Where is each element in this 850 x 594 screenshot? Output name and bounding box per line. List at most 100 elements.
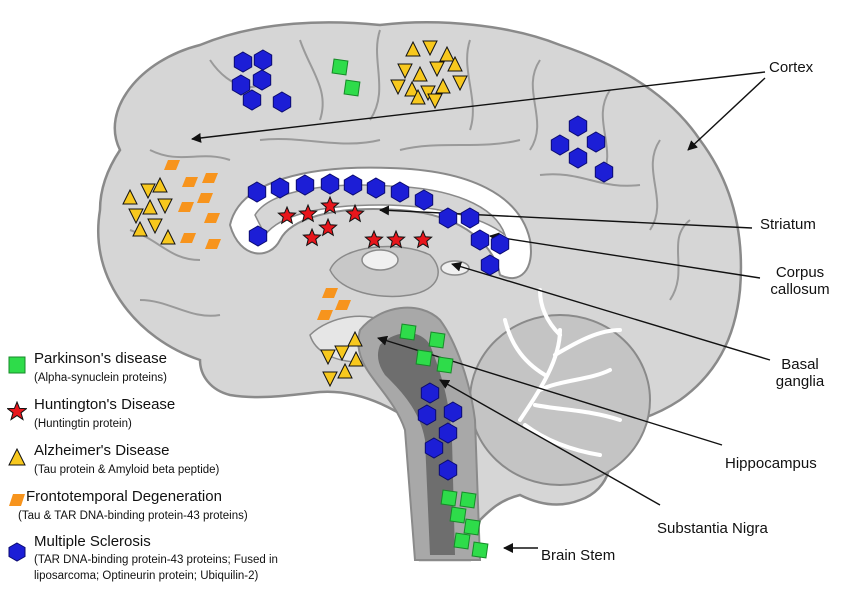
legend-item-parkinsons: Parkinson's disease (Alpha-synuclein pro… — [8, 350, 167, 386]
ms-hexagon-marker — [272, 91, 292, 113]
legend-name: Huntington's Disease — [34, 396, 176, 413]
legend-name: Multiple Sclerosis — [34, 533, 151, 550]
cortex-arrow-left — [191, 71, 766, 143]
ms-hexagon-marker — [233, 51, 253, 73]
huntingtons-star-marker — [364, 229, 384, 249]
legend-item-alzheimers: Alzheimer's Disease (Tau protein & Amylo… — [8, 442, 219, 478]
ms-hexagon-marker — [480, 254, 500, 276]
ms-hexagon-marker — [414, 189, 434, 211]
green-square-icon — [8, 356, 26, 374]
parkinsons-square-marker — [343, 79, 361, 97]
ms-hexagon-marker — [586, 131, 606, 153]
huntingtons-star-marker — [277, 205, 297, 225]
alzheimers-triangle-marker — [404, 80, 420, 97]
basal-ganglia-region — [361, 249, 399, 271]
ms-hexagon-marker — [490, 233, 510, 255]
parkinsons-square-marker — [399, 323, 417, 341]
ms-hexagon-marker — [550, 134, 570, 156]
label-hippocampus: Hippocampus — [725, 455, 817, 472]
label-substantia-nigra: Substantia Nigra — [657, 520, 768, 537]
ms-hexagon-marker — [252, 69, 272, 91]
ms-hexagon-marker — [390, 181, 410, 203]
alzheimers-triangle-marker — [322, 371, 338, 388]
ms-hexagon-marker — [470, 229, 490, 251]
ms-hexagon-marker — [366, 177, 386, 199]
ms-hexagon-marker — [438, 459, 458, 481]
parkinsons-square-marker — [453, 532, 471, 550]
alzheimers-triangle-marker — [142, 198, 158, 215]
alzheimers-triangle-marker — [348, 350, 364, 367]
legend-desc: (Tau protein & Amyloid beta peptide) — [34, 464, 220, 476]
alzheimers-triangle-marker — [334, 345, 350, 362]
legend-desc: (Tau & TAR DNA-binding protein-43 protei… — [18, 510, 248, 522]
ms-hexagon-marker — [253, 49, 273, 71]
ms-hexagon-marker — [568, 147, 588, 169]
label-brain-stem: Brain Stem — [541, 547, 616, 564]
legend-name: Parkinson's disease — [34, 350, 167, 367]
parkinsons-square-marker — [436, 356, 454, 374]
ms-hexagon-marker — [295, 174, 315, 196]
alzheimers-triangle-marker — [420, 85, 436, 102]
huntingtons-star-marker — [318, 217, 338, 237]
parkinsons-square-marker — [449, 506, 467, 524]
orange-parallelogram-icon — [9, 494, 25, 506]
basal-ganglia-arrow — [451, 261, 771, 361]
label-corpus-line2: callosum — [770, 281, 830, 298]
ms-hexagon-marker — [343, 174, 363, 196]
cerebellum-arbor — [503, 288, 622, 457]
ftd-parallelogram-marker — [317, 310, 333, 320]
alzheimers-triangle-marker — [390, 79, 406, 96]
ftd-parallelogram-marker — [205, 239, 221, 249]
alzheimers-triangle-marker — [347, 330, 363, 347]
alzheimers-triangle-marker — [405, 40, 421, 57]
cortex-arrow-right — [687, 77, 766, 151]
ftd-parallelogram-marker — [335, 300, 351, 310]
ms-hexagon-marker — [594, 161, 614, 183]
ms-hexagon-marker — [270, 177, 290, 199]
ms-hexagon-marker — [438, 207, 458, 229]
huntingtons-star-marker — [413, 229, 433, 249]
huntingtons-star-marker — [298, 203, 318, 223]
legend-name: Alzheimer's Disease — [34, 442, 170, 459]
disease-markers — [122, 40, 614, 559]
alzheimers-triangle-marker — [140, 183, 156, 200]
alzheimers-triangle-marker — [157, 198, 173, 215]
substantia-nigra-arrow — [439, 379, 661, 506]
blue-hexagon-icon — [8, 542, 26, 562]
ms-hexagon-marker — [424, 437, 444, 459]
red-star-icon — [7, 401, 27, 421]
parkinsons-square-marker — [471, 541, 489, 559]
legend-desc: (TAR DNA-binding protein-43 proteins; Fu… — [34, 552, 278, 584]
ms-hexagon-marker — [231, 74, 251, 96]
alzheimers-triangle-marker — [160, 228, 176, 245]
ms-hexagon-marker — [443, 401, 463, 423]
huntingtons-star-marker — [386, 229, 406, 249]
legend-desc-line1: (TAR DNA-binding protein-43 proteins; Fu… — [34, 554, 278, 566]
ms-hexagon-marker — [320, 173, 340, 195]
huntingtons-star-marker — [320, 195, 340, 215]
huntingtons-star-marker — [302, 227, 322, 247]
ftd-parallelogram-marker — [197, 193, 213, 203]
label-basal-ganglia: Basal ganglia — [765, 356, 835, 390]
label-corpus-callosum: Corpus callosum — [760, 264, 840, 298]
ftd-parallelogram-marker — [322, 288, 338, 298]
corpus-callosum-arrow — [489, 232, 761, 279]
legend-name: Frontotemporal Degeneration — [26, 488, 222, 505]
parkinsons-square-marker — [459, 491, 477, 509]
alzheimers-triangle-marker — [132, 220, 148, 237]
ftd-parallelogram-marker — [204, 213, 220, 223]
alzheimers-triangle-marker — [147, 218, 163, 235]
alzheimers-triangle-marker — [452, 75, 468, 92]
ms-hexagon-marker — [417, 404, 437, 426]
parkinsons-square-marker — [428, 331, 446, 349]
ftd-parallelogram-marker — [180, 233, 196, 243]
gyri-lines — [129, 29, 691, 317]
ms-hexagon-marker — [242, 89, 262, 111]
ms-hexagon-marker — [248, 225, 268, 247]
legend-item-frontotemporal: Frontotemporal Degeneration (Tau & TAR D… — [8, 488, 248, 524]
label-striatum: Striatum — [760, 216, 816, 233]
parkinsons-square-marker — [331, 58, 349, 76]
yellow-triangle-icon — [8, 448, 26, 466]
parkinsons-square-marker — [415, 349, 433, 367]
